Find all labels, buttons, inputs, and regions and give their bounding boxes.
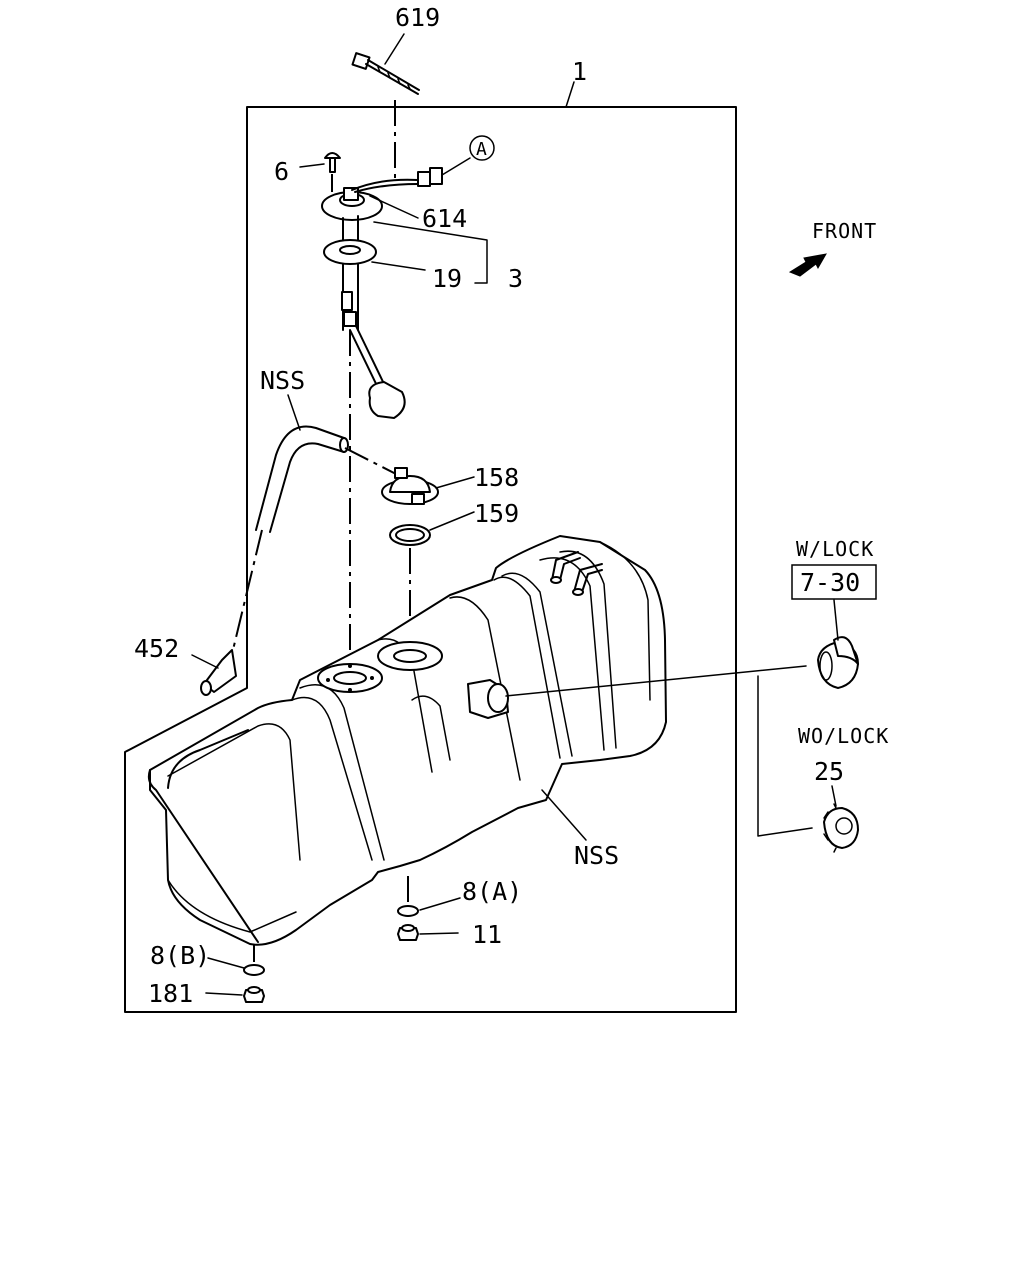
leader-614 [369, 195, 419, 219]
washer-8a-part [397, 905, 419, 917]
leader-w-lock [833, 599, 839, 641]
fuel-cap-part [823, 803, 859, 853]
cap-bracket [757, 675, 813, 837]
cable-tie-part [351, 52, 420, 95]
label-nss-bottom: NSS [574, 841, 619, 870]
label-3: 3 [508, 264, 523, 293]
front-arrow-icon [788, 253, 827, 277]
leader-8a [419, 897, 461, 911]
leader-619 [384, 33, 405, 65]
nut-181-part [243, 986, 265, 1003]
filler-cap-leader [505, 665, 807, 697]
label-19: 19 [432, 264, 462, 293]
dash-hose [344, 447, 397, 475]
vent-hose-part [255, 425, 349, 533]
label-w-lock: W/LOCK [796, 537, 874, 561]
label-7-30: 7-30 [800, 568, 860, 597]
label-wo-lock: WO/LOCK [798, 724, 889, 748]
leader-159 [429, 511, 475, 531]
label-nss-top: NSS [260, 366, 305, 395]
dash-hose-lower [231, 529, 263, 655]
leader-19 [371, 261, 426, 271]
nut-11-part [397, 924, 419, 941]
fuel-sending-unit-part [321, 157, 471, 419]
leader-8b [207, 957, 245, 969]
assembly-frame [124, 106, 737, 1013]
leader-11 [419, 932, 459, 935]
label-6: 6 [274, 157, 289, 186]
ref-7-30-box [791, 564, 877, 600]
label-25: 25 [814, 757, 844, 786]
leader-452 [191, 654, 219, 669]
label-158: 158 [474, 463, 519, 492]
leader-158 [435, 476, 475, 489]
leader-1 [565, 81, 575, 108]
leader-181 [205, 992, 243, 996]
label-159: 159 [474, 499, 519, 528]
leader-nss-top [287, 394, 301, 431]
screw-part [324, 152, 341, 173]
leader-6 [299, 163, 325, 168]
ref-a-circle [469, 135, 495, 161]
fuel-tank-body [147, 535, 667, 946]
label-1: 1 [572, 57, 587, 86]
washer-8b-part [243, 964, 265, 976]
leader-nss-bottom [541, 789, 587, 841]
label-619: 619 [395, 3, 440, 32]
label-452: 452 [134, 634, 179, 663]
label-ref-a: A [476, 139, 487, 160]
label-front: FRONT [812, 219, 877, 243]
leader-25 [831, 785, 837, 807]
locking-fuel-cap-part [817, 636, 859, 689]
leader-3-bracket [373, 221, 488, 284]
gasket-part [389, 524, 431, 546]
elbow-fitting-part [200, 649, 237, 696]
label-8b: 8(B) [150, 941, 210, 970]
label-614: 614 [422, 204, 467, 233]
pump-cap-part [381, 467, 439, 505]
label-181: 181 [148, 979, 193, 1008]
label-8a: 8(A) [462, 877, 522, 906]
label-11: 11 [472, 920, 502, 949]
